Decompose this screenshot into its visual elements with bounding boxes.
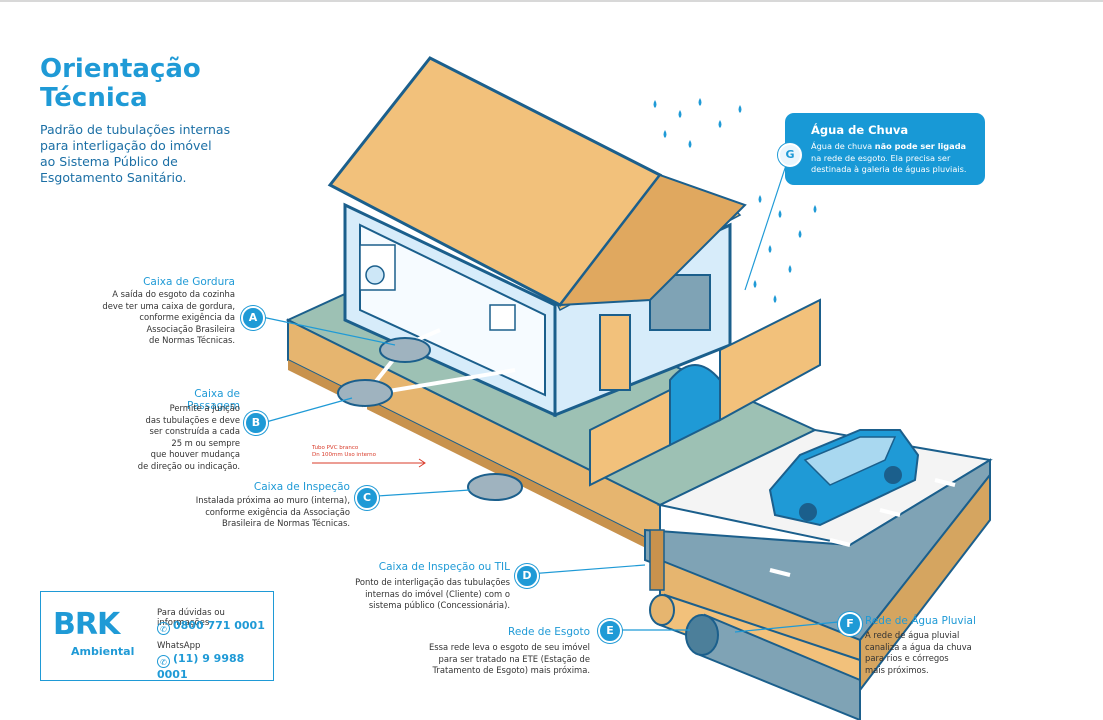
badge-f: F xyxy=(838,612,862,636)
callout-b-title: Caixa de Passagem xyxy=(186,388,240,412)
leader-lines xyxy=(261,152,839,633)
page-title: Orientação Técnica xyxy=(40,54,201,113)
sewer-pipes xyxy=(649,593,861,720)
car xyxy=(768,429,920,527)
contact-info-label: Para dúvidas ou informações xyxy=(157,608,225,628)
top-rule xyxy=(0,0,1103,2)
whatsapp-number[interactable]: ✆(11) 9 9988 0001 xyxy=(157,652,245,681)
pipe-tag: Tubo PVC branco Dn 100mm Uso interno xyxy=(312,445,377,458)
phone-icon: ✆ xyxy=(157,622,170,635)
badge-c: C xyxy=(355,486,379,510)
badge-a: A xyxy=(241,306,265,330)
contact-phone[interactable]: ✆0800 771 0001 xyxy=(157,619,265,635)
pipe-tag-arrow xyxy=(312,458,426,468)
callout-f-title: Rede de Água Pluvial xyxy=(865,615,976,627)
badge-e: E xyxy=(598,619,622,643)
raindrop-icon xyxy=(653,98,817,303)
whatsapp-label: WhatsApp xyxy=(157,641,201,651)
page-subtitle: Padrão de tubulações internas para inter… xyxy=(40,122,231,185)
callout-g-title: Água de Chuva xyxy=(811,123,909,137)
inspection-boxes xyxy=(337,337,665,591)
rain-water-box: Água de Chuva Água de chuva não pode ser… xyxy=(785,113,985,185)
whatsapp-icon: ✆ xyxy=(157,655,170,668)
contact-box: BRK Ambiental Para dúvidas ou informaçõe… xyxy=(40,591,274,681)
badge-b: B xyxy=(244,411,268,435)
callout-d-title: Caixa de Inspeção ou TIL xyxy=(378,561,510,573)
roof xyxy=(327,56,747,307)
front-wall xyxy=(589,298,821,487)
callout-c-title: Caixa de Inspeção xyxy=(253,481,350,493)
badge-g: G xyxy=(778,143,802,167)
badge-d: D xyxy=(515,564,539,588)
callout-e-title: Rede de Esgoto xyxy=(508,626,590,638)
brk-logo: BRK Ambiental xyxy=(53,607,135,658)
callout-c-text: Instalada próxima ao muro (interna),conf… xyxy=(195,495,350,528)
callout-g-text: Água de chuva não pode ser ligada na red… xyxy=(811,141,967,174)
callout-a-title: Caixa de Gordura xyxy=(143,276,235,288)
